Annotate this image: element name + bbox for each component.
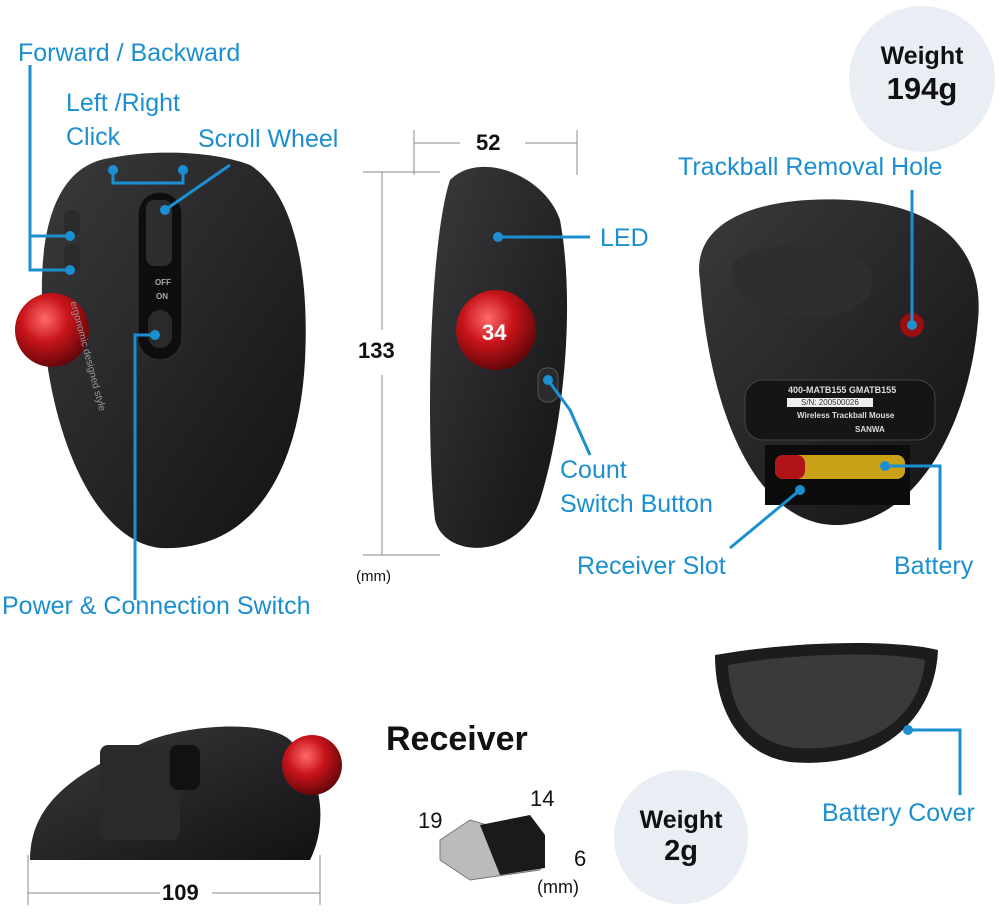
label-serial: S/N: 200500026 <box>787 398 873 407</box>
label-switch-button: Switch Button <box>560 490 713 518</box>
dimension-width: 52 <box>476 130 501 155</box>
receiver-dim-length: 19 <box>418 808 443 833</box>
switch-on-print: ON <box>156 292 168 301</box>
label-receiver-slot: Receiver Slot <box>577 552 726 580</box>
receiver-dim-unit: (mm) <box>537 877 579 897</box>
dimension-unit: (mm) <box>356 568 391 585</box>
receiver-dim-width: 14 <box>530 786 555 811</box>
mouse-side-view <box>430 166 568 548</box>
receiver-title: Receiver <box>386 720 528 758</box>
weight-badge-receiver: Weight 2g <box>614 770 748 904</box>
dimension-lines <box>27 130 578 905</box>
dimension-trackball: 34 <box>482 320 507 345</box>
mouse-bottom-view <box>699 199 979 526</box>
callout-lines <box>28 65 962 795</box>
label-brand: SANWA <box>855 425 885 434</box>
label-led: LED <box>600 224 649 252</box>
label-battery-cover: Battery Cover <box>822 799 975 827</box>
label-product-name: Wireless Trackball Mouse <box>797 411 895 420</box>
label-left-right: Left /Right <box>66 89 180 117</box>
label-trackball-removal-hole: Trackball Removal Hole <box>678 153 943 181</box>
label-click: Click <box>66 123 121 151</box>
label-model: 400-MATB155 GMATB155 <box>788 385 897 395</box>
label-battery: Battery <box>894 552 974 580</box>
weight-value: 2g <box>664 835 698 867</box>
receiver-image <box>439 815 545 881</box>
mouse-top-view <box>15 152 306 549</box>
label-forward-backward: Forward / Backward <box>18 39 241 67</box>
label-scroll-wheel: Scroll Wheel <box>198 125 339 153</box>
weight-badge-mouse: Weight 194g <box>849 6 995 152</box>
receiver-dim-height: 6 <box>574 846 587 871</box>
label-power-connection-switch: Power & Connection Switch <box>2 592 311 620</box>
mouse-rear-view <box>30 726 342 860</box>
weight-label: Weight <box>880 42 964 70</box>
dimension-height: 133 <box>358 338 395 363</box>
weight-value: 194g <box>886 71 958 106</box>
label-count: Count <box>560 456 627 484</box>
weight-label: Weight <box>639 806 723 834</box>
dimension-length: 109 <box>162 880 199 905</box>
switch-off-print: OFF <box>155 278 171 287</box>
